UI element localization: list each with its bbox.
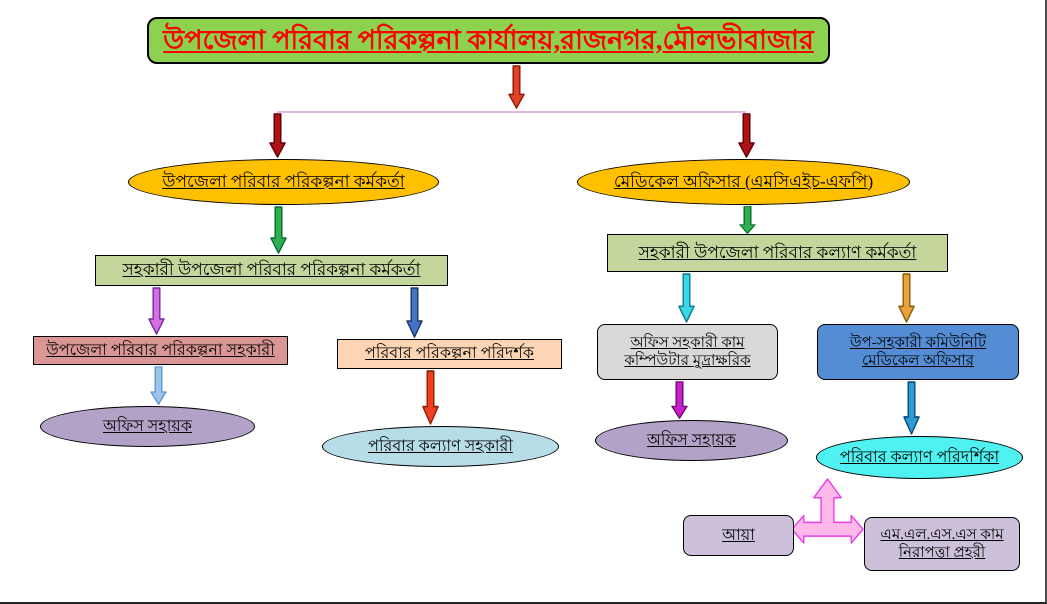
node-office-helper-right: অফিস সহায়ক (595, 420, 788, 461)
node-upazila-family-planning-assistant: উপজেলা পরিবার পরিকল্পনা সহকারী (33, 336, 288, 365)
node-family-welfare-assistant-label: পরিবার কল্যাণ সহকারী (368, 437, 513, 455)
node-upazila-family-planning-officer-label: উপজেলা পরিবার পরিকল্পনা কর্মকর্তা (162, 171, 405, 191)
node-aya: আয়া (683, 515, 794, 556)
node-asst-upazila-family-planning-officer: সহকারী উপজেলা পরিবার পরিকল্পনা কর্মকর্তা (95, 255, 448, 286)
node-upazila-family-planning-assistant-label: উপজেলা পরিবার পরিকল্পনা সহকারী (46, 341, 275, 359)
arrow-title-to-branches (508, 65, 525, 109)
node-asst-upazila-family-welfare-officer: সহকারী উপজেলা পরিবার কল্যাণ কর্মকর্তা (607, 234, 948, 272)
node-office-assistant-cum-computer-typist-label: অফিস সহকারী কাম কম্পিউটার মুদ্রাক্ষরিক (624, 334, 751, 369)
arrow-fpi-to-fwa (422, 370, 439, 425)
node-aya-label: আয়া (722, 526, 755, 544)
arrow-branch-left (269, 113, 286, 158)
node-family-welfare-visitor: পরিবার কল্যাণ পরিদর্শিকা (816, 436, 1023, 479)
arrow-aufwo-to-office-asst (678, 273, 695, 323)
node-family-planning-inspector-label: পরিবার পরিকল্পনা পরিদর্শক (365, 345, 534, 363)
arrow-fpa-to-office-helper (150, 366, 167, 405)
arrow-office-asst-to-helper (671, 381, 688, 419)
node-asst-upazila-family-welfare-officer-label: সহকারী উপজেলা পরিবার কল্যাণ কর্মকর্তা (638, 242, 917, 262)
node-medical-officer-mch-fp: মেডিকেল অফিসার (এমসিএইচ-এফপি) (577, 159, 910, 205)
node-mlss-cum-security-guard-label: এম.এল.এস.এস কাম নিরাপত্তা প্রহরী (880, 526, 1004, 561)
node-sub-asst-community-medical-officer-label: উপ-সহকারী কমিউনিটি মেডিকেল অফিসার (849, 334, 987, 369)
node-mlss-cum-security-guard: এম.এল.এস.এস কাম নিরাপত্তা প্রহরী (864, 517, 1020, 571)
branch-connector-line (277, 111, 746, 113)
node-office-helper-left-label: অফিস সহায়ক (103, 417, 192, 435)
node-office-assistant-cum-computer-typist: অফিস সহকারী কাম কম্পিউটার মুদ্রাক্ষরিক (597, 324, 778, 380)
node-family-welfare-assistant: পরিবার কল্যাণ সহকারী (322, 426, 559, 467)
chart-title-box: উপজেলা পরিবার পরিকল্পনা কার্যালয়,রাজনগর… (147, 17, 830, 64)
arrow-branch-right (738, 113, 755, 158)
arrow-aufpo-to-fpi (406, 287, 423, 338)
arrow-ufpo-to-aufpo (270, 206, 287, 254)
node-family-planning-inspector: পরিবার পরিকল্পনা পরিদর্শক (337, 339, 562, 369)
arrow-mo-to-aufwo (739, 206, 756, 234)
node-asst-upazila-family-planning-officer-label: সহকারী উপজেলা পরিবার পরিকল্পনা কর্মকর্তা (122, 260, 421, 280)
node-upazila-family-planning-officer: উপজেলা পরিবার পরিকল্পনা কর্মকর্তা (128, 159, 439, 205)
node-family-welfare-visitor-label: পরিবার কল্যাণ পরিদর্শিকা (839, 448, 1000, 466)
node-office-helper-left: অফিস সহায়ক (40, 406, 255, 447)
node-sub-asst-community-medical-officer: উপ-সহকারী কমিউনিটি মেডিকেল অফিসার (817, 324, 1019, 380)
arrow-fwv-to-aya-mlss (791, 478, 864, 544)
chart-title: উপজেলা পরিবার পরিকল্পনা কার্যালয়,রাজনগর… (163, 25, 814, 56)
arrow-aufpo-to-fpa (148, 287, 165, 335)
arrow-sacmo-to-fwv (903, 381, 920, 435)
arrow-aufwo-to-sacmo (898, 273, 915, 323)
node-medical-officer-mch-fp-label: মেডিকেল অফিসার (এমসিএইচ-এফপি) (613, 171, 874, 191)
node-office-helper-right-label: অফিস সহায়ক (647, 431, 736, 449)
